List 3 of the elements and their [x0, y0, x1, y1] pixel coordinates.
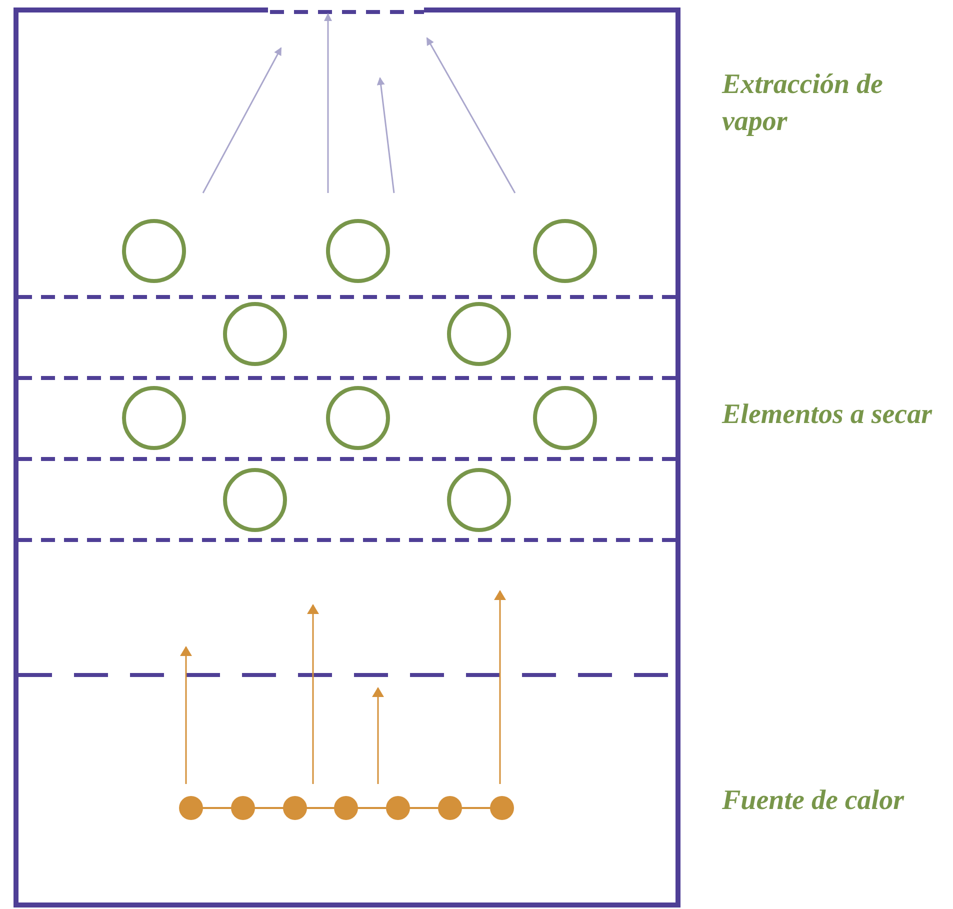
side-label: Fuente de calor	[722, 784, 906, 818]
side-label: Elementos a secar	[722, 398, 934, 432]
side-label: Extracción de vapor	[722, 68, 884, 139]
